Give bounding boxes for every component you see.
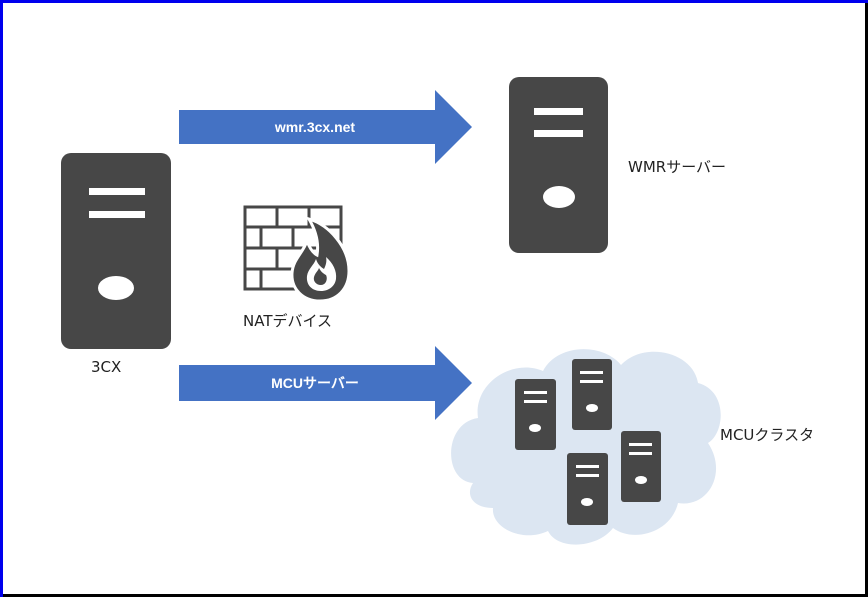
arrow-wmr: wmr.3cx.net xyxy=(179,90,472,164)
mcu-server-icon xyxy=(621,431,661,502)
label-3cx: 3CX xyxy=(91,358,122,376)
label-wmr-server: WMRサーバー xyxy=(628,158,727,176)
label-nat-device: NATデバイス xyxy=(243,312,333,330)
firewall-icon xyxy=(243,205,351,303)
arrow-mcu-label: MCUサーバー xyxy=(271,375,359,391)
label-mcu-cluster: MCUクラスタ xyxy=(720,426,815,444)
mcu-server-icon xyxy=(572,359,612,430)
server-wmr-icon xyxy=(509,77,608,253)
arrow-wmr-label: wmr.3cx.net xyxy=(274,119,355,135)
mcu-server-icon xyxy=(567,453,608,525)
mcu-server-icon xyxy=(515,379,556,450)
arrow-mcu: MCUサーバー xyxy=(179,346,472,420)
diagram-svg: wmr.3cx.net MCUサーバー xyxy=(61,77,721,545)
server-3cx-icon xyxy=(61,153,171,349)
